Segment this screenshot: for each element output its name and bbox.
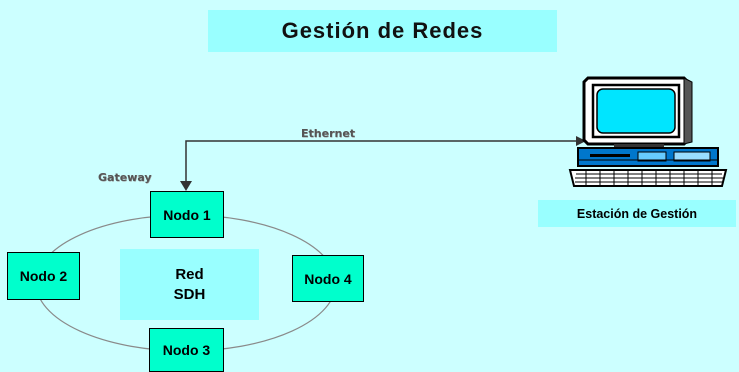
node-4[interactable]: Nodo 4 (292, 255, 364, 302)
station-arrowhead (576, 136, 586, 146)
node-2[interactable]: Nodo 2 (7, 252, 80, 300)
ethernet-label: Ethernet (301, 127, 356, 140)
station-label: Estación de Gestión (538, 200, 736, 227)
gateway-arrowhead (180, 181, 192, 191)
gateway-label: Gateway (98, 171, 152, 184)
sdh-label-line2: SDH (173, 285, 206, 303)
computer-workstation-icon[interactable] (566, 74, 730, 190)
sdh-network-label: Red SDH (120, 249, 259, 320)
node-3[interactable]: Nodo 3 (149, 328, 224, 372)
ethernet-line (185, 140, 578, 187)
page-title: Gestión de Redes (208, 10, 557, 52)
node-1[interactable]: Nodo 1 (150, 191, 224, 238)
sdh-label-line1: Red (175, 265, 204, 283)
